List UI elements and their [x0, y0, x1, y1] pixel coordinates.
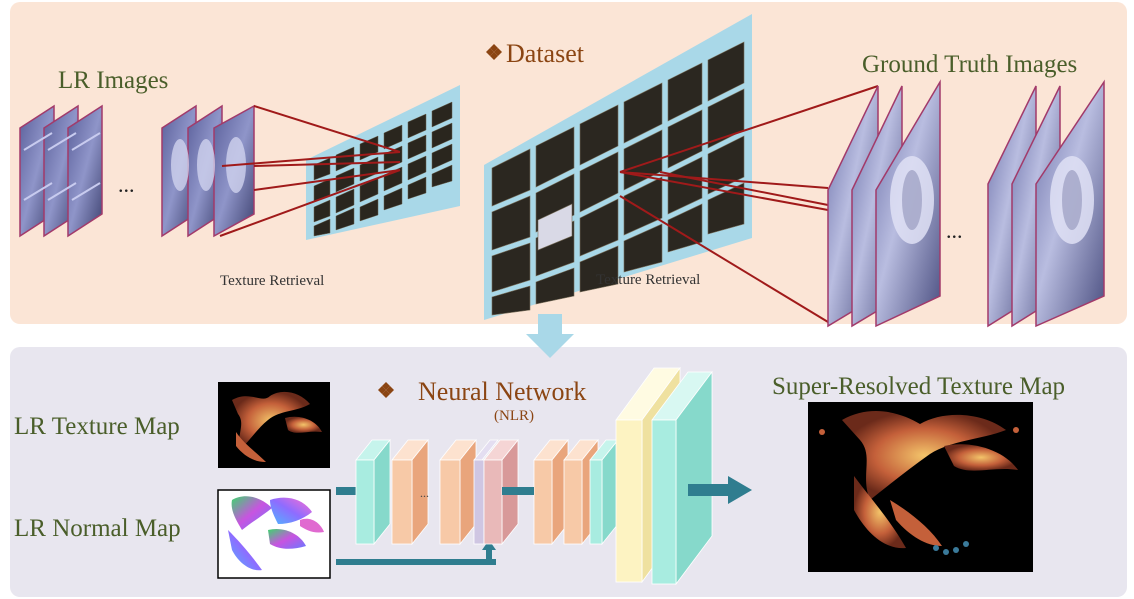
- neural-network-label: Neural Network: [418, 377, 586, 406]
- output-arrow-icon: [688, 476, 752, 504]
- ellipsis-right: ...: [946, 218, 963, 243]
- dataset-label: Dataset: [506, 39, 585, 68]
- lr-texture-map-label: LR Texture Map: [14, 413, 180, 440]
- texture-retrieval-right-label: Texture Retrieval: [596, 272, 700, 288]
- lr-image-stack-1: [19, 104, 103, 238]
- dataset-grid-large: [484, 14, 752, 320]
- retrieval-lines-right: [619, 85, 879, 323]
- network-layers: [355, 366, 713, 586]
- gt-image-stack-2: [987, 79, 1105, 328]
- gt-image-stack-1: [827, 79, 941, 328]
- diamond-cluster-icon: [378, 382, 394, 398]
- texture-retrieval-left-label: Texture Retrieval: [220, 273, 324, 289]
- lr-images-label: LR Images: [58, 67, 168, 94]
- network-sub-label: (NLR): [494, 408, 534, 424]
- diamond-cluster-icon: [486, 44, 502, 60]
- inner-connection-arrows: [502, 487, 534, 495]
- down-arrow-icon: [526, 314, 574, 358]
- inner-ellipsis: ...: [420, 486, 429, 500]
- lr-normal-map-label: LR Normal Map: [14, 515, 181, 542]
- super-resolved-texture-image: [808, 402, 1033, 572]
- ground-truth-images-label: Ground Truth Images: [862, 51, 1077, 78]
- input-connection-arrows: [336, 487, 496, 565]
- ellipsis-left: ...: [118, 172, 135, 197]
- lr-normal-map-image: [217, 489, 331, 579]
- lr-image-stack-2: [161, 104, 255, 238]
- super-resolved-label: Super-Resolved Texture Map: [772, 373, 1065, 400]
- retrieval-lines-left: [219, 105, 401, 237]
- lr-texture-map-image: [218, 382, 330, 468]
